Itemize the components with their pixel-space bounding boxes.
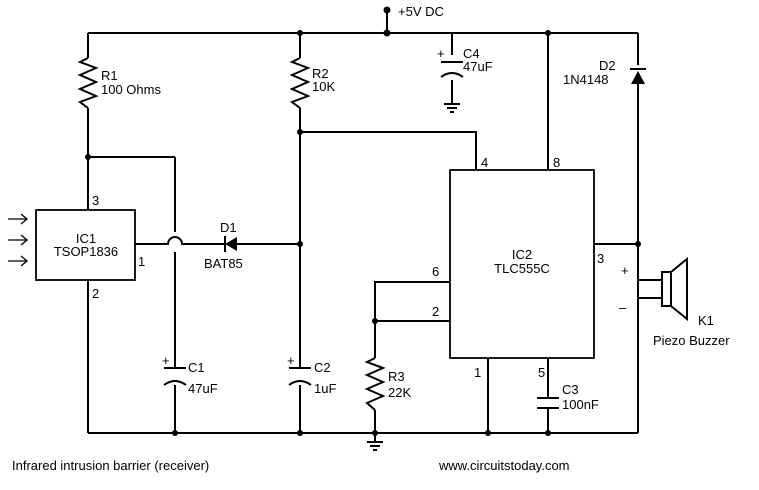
arrow-icon (8, 255, 29, 267)
diagram-caption: Infrared intrusion barrier (receiver) (12, 458, 209, 473)
c1-value: 47uF (188, 381, 218, 396)
ic2-pin-6: 6 (432, 264, 439, 279)
d2-value: 1N4148 (563, 72, 609, 87)
diode-d2: D2 1N4148 (563, 58, 646, 87)
arrow-icon (8, 234, 29, 246)
c1-polarity: + (162, 353, 170, 368)
ir-light-arrows (8, 213, 29, 267)
ic2-pin-8: 8 (553, 155, 560, 170)
junction-dots (85, 29, 641, 436)
ic1-pin-1: 1 (138, 254, 145, 269)
c4-ref: C4 (463, 46, 480, 61)
c2-ref: C2 (314, 360, 331, 375)
r2-ref: R2 (312, 66, 329, 81)
website-link[interactable]: www.circuitstoday.com (438, 458, 570, 473)
r2-value: 10K (312, 79, 335, 94)
r1-value: 100 Ohms (101, 82, 161, 97)
c2-polarity: + (287, 353, 295, 368)
k1-minus: – (619, 300, 627, 315)
r3-value: 22K (388, 385, 411, 400)
resistor-r1: R1 100 Ohms (77, 57, 161, 109)
ic2-ref: IC2 (512, 247, 532, 262)
d1-ref: D1 (220, 220, 237, 235)
ic2-timer: IC2 TLC555C 4 8 6 2 3 1 5 (432, 155, 604, 380)
c4-value: 47uF (463, 59, 493, 74)
supply-label: +5V DC (398, 4, 444, 19)
ground-symbol-main (367, 441, 383, 451)
r3-ref: R3 (388, 369, 405, 384)
ic2-pin-5: 5 (538, 365, 545, 380)
k1-ref: K1 (698, 313, 714, 328)
capacitor-c1: + C1 47uF (162, 353, 218, 396)
c3-ref: C3 (562, 382, 579, 397)
k1-value: Piezo Buzzer (653, 333, 730, 348)
resistor-r3: R3 22K (364, 357, 411, 411)
ic1-value: TSOP1836 (54, 244, 118, 259)
ic2-value: TLC555C (494, 261, 550, 276)
ic2-pin-1: 1 (474, 365, 481, 380)
capacitor-c3: C3 100nF (537, 382, 599, 412)
ic2-pin-3: 3 (597, 251, 604, 266)
ground-symbol-c4 (444, 103, 460, 113)
wires (87, 10, 662, 442)
resistor-r2: R2 10K (289, 57, 335, 109)
supply-terminal: +5V DC (383, 4, 444, 19)
c4-polarity: + (437, 46, 445, 61)
diode-d1: D1 BAT85 (204, 220, 243, 271)
d1-value: BAT85 (204, 256, 243, 271)
d2-ref: D2 (599, 58, 616, 73)
piezo-buzzer-k1: + – K1 Piezo Buzzer (619, 256, 730, 348)
ic1-pin-2: 2 (92, 286, 99, 301)
k1-plus: + (621, 263, 629, 278)
r1-ref: R1 (101, 68, 118, 83)
arrow-icon (8, 213, 29, 225)
ic1-ref: IC1 (76, 231, 96, 246)
c2-value: 1uF (314, 381, 336, 396)
ic2-pin-2: 2 (432, 304, 439, 319)
capacitor-c2: + C2 1uF (287, 353, 336, 396)
ic2-pin-4: 4 (481, 155, 488, 170)
c3-value: 100nF (562, 397, 599, 412)
capacitor-c4: + C4 47uF (437, 46, 493, 78)
ic1-pin-3: 3 (92, 193, 99, 208)
c1-ref: C1 (188, 360, 205, 375)
ic1-ir-receiver: IC1 TSOP1836 3 1 2 (35, 193, 145, 301)
